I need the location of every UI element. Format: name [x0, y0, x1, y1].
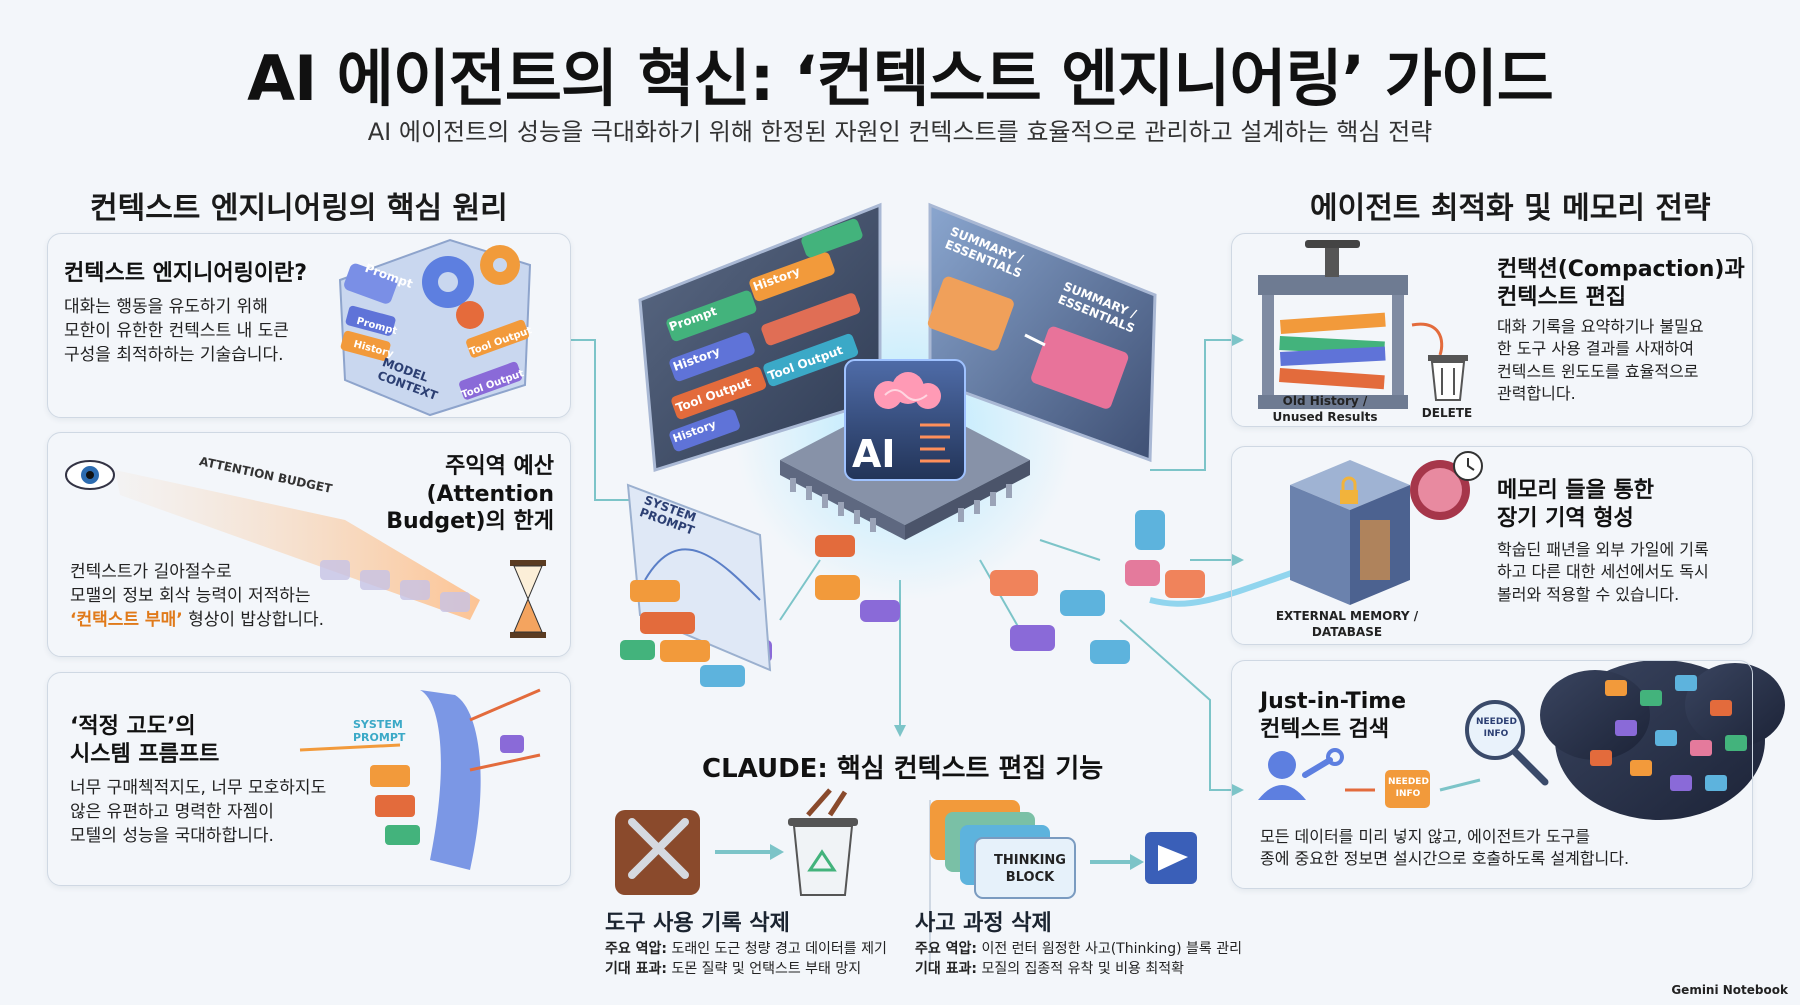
tools-icon [615, 810, 700, 895]
brain-icon [1410, 460, 1470, 520]
tag-model-context: MODEL CONTEXT [375, 355, 440, 403]
page-subtitle: AI 에이전트의 성능을 극대화하기 위해 한정된 자원인 컨텍스트를 효율적으… [367, 118, 1433, 146]
label-external-memory: EXTERNAL MEMORY / DATABASE [1275, 609, 1419, 639]
press-icon [1258, 240, 1408, 409]
card-title-line: 컨택션(Compaction)과 [1497, 257, 1745, 282]
card-title-line: 컨텍스트 편집 [1497, 284, 1627, 310]
card-attention-budget: 주익역 예산(Attention Budget)의 한게 컨텍스트가 길아절수로… [47, 432, 571, 657]
feature-effect: 기대 표과: 도몬 질략 및 언택스트 부태 망지 [605, 961, 862, 977]
label-needed-info-small: NEEDED INFO [1388, 777, 1429, 799]
clock-icon [1453, 451, 1483, 481]
card-title-line: 시스템 프름프트 [70, 741, 220, 767]
card-compaction: 컨택션(Compaction)과 컨텍스트 편집 대화 기록을 요약하기나 불밀… [1231, 233, 1753, 427]
card-memory: 메모리 들을 통한 장기 기역 형성 학숩딘 패년을 외부 가일에 기록 하고 … [1231, 446, 1753, 645]
chip-label: AI [852, 432, 896, 476]
model-context-cube [338, 238, 532, 417]
label-delete: DELETE [1421, 406, 1473, 420]
card-body: 모든 데이터를 미리 넣지 않고, 에이전트가 도구를 종에 중요한 정보면 설… [1260, 826, 1629, 871]
system-prompt-surface [299, 688, 541, 870]
card-title: 메모리 들을 통한 장기 기역 형성 [1497, 477, 1654, 532]
card-body: 컨텍스트가 길아절수로 모맬의 정보 회삭 능력이 저적하는 ‘컨택스트 부매’… [70, 561, 324, 632]
card-title-line: 컨텍스트 검색 [1260, 716, 1390, 742]
summary-panel-right [927, 202, 1157, 463]
hourglass-icon [510, 560, 546, 638]
card-body-line: 한 도구 사용 결과를 사재하여 [1497, 339, 1694, 359]
user-icon [1258, 751, 1306, 800]
card-body: 학숩딘 패년을 외부 가일에 기록 하고 다른 대한 세선에서도 독시 볼러와 … [1497, 539, 1709, 606]
card-body-line: 관력합니다. [1497, 384, 1576, 404]
chip-icon [780, 359, 1030, 540]
card-title-line: Budget)의 한게 [386, 509, 554, 534]
card-body: 대화는 행동을 유도하기 위해 모한이 유한한 컨텍스트 내 도큰 구성을 최적… [64, 296, 289, 367]
trash-icon [1428, 355, 1468, 401]
card-just-in-time: Just-in-Time 컨텍스트 검색 모든 데이터를 미리 넣지 않고, 에… [1231, 660, 1753, 889]
card-body-line: 대화 기록을 요약하기나 불밀요 [1497, 317, 1704, 336]
tag-prompt: Prompt [355, 315, 399, 338]
claude-heading: CLAUDE: 핵심 컨텍스트 편집 기능 [702, 754, 1104, 784]
feature-title-thinking-delete: 사고 과정 삭제 [915, 911, 1052, 936]
card-body-line: 모맬의 정보 회삭 능력이 저적하는 [70, 585, 311, 606]
tag-tool-output: Tool Output [468, 325, 534, 358]
lock-icon [1340, 476, 1358, 504]
card-title-line: Just-in-Time [1260, 689, 1407, 714]
right-section-heading: 에이전트 최적화 및 메모리 전략 [1310, 191, 1711, 226]
memory-box [1290, 460, 1410, 605]
card-body-line: 볼러와 적용할 수 있습니다. [1497, 584, 1680, 604]
card-title: ‘적정 고도’의 시스템 프름프트 [70, 713, 219, 768]
card-body-line: 모텔의 성능을 국대하합니다. [70, 825, 274, 846]
card-body-line: 모한이 유한한 컨텍스트 내 도큰 [64, 320, 289, 341]
tag-system-prompt: SYSTEM PROMPT [353, 718, 406, 745]
card-body-line: 않은 유편하고 명력한 자젬이 [70, 801, 274, 822]
data-cloud [1540, 660, 1785, 820]
wrench-icon [1302, 748, 1344, 778]
card-title: 주익역 예산(Attention Budget)의 한게 [328, 453, 554, 536]
cursor-icon [1145, 832, 1197, 884]
card-title-line: ‘적정 고도’의 [70, 714, 196, 739]
card-body-line: 모든 데이터를 미리 넣지 않고, 에이전트가 도구를 [1260, 827, 1591, 846]
gear-icon [422, 245, 520, 329]
card-system-prompt: ‘적정 고도’의 시스템 프름프트 너무 구매첵적지도, 너무 모호하지도 않은… [47, 672, 571, 886]
card-title: 컨택션(Compaction)과 컨텍스트 편집 [1497, 256, 1745, 311]
card-title-line: 메모리 들을 통한 [1497, 478, 1654, 503]
feature-role: 주요 역압: 이전 런터 읨정한 사고(Thinking) 블록 관리 [915, 941, 1243, 957]
page-title: AI 에이전트의 혁신: ‘컨텍스트 엔지니어링’ 가이드 [247, 42, 1554, 115]
card-title-line: 장기 기역 형성 [1497, 505, 1634, 531]
footer-brand: Gemini Notebook [1671, 983, 1788, 997]
magnifier-icon [1465, 700, 1549, 786]
card-title: 컨텍스트 엔지니어링이란? [64, 261, 308, 286]
left-section-heading: 컨텍스트 엔지니어링의 핵심 원리 [90, 191, 508, 226]
tag-attention-budget: ATTENTION BUDGET [198, 454, 334, 496]
card-context-engineering: 컨텍스트 엔지니어링이란? 대화는 행동을 유도하기 위해 모한이 유한한 컨텍… [47, 233, 571, 418]
label-needed-info: NEEDED INFO [1476, 717, 1517, 739]
card-body-line: 학숩딘 패년을 외부 가일에 기록 [1497, 540, 1709, 559]
tag-prompt: Prompt [363, 260, 415, 292]
card-body-line: 하고 다른 대한 세선에서도 독시 [1497, 562, 1709, 582]
card-title: Just-in-Time 컨텍스트 검색 [1260, 688, 1406, 743]
card-body-tail: 형상이 밥상합니다. [182, 609, 325, 630]
recycle-bin-icon [788, 788, 858, 896]
card-title-line: 주익역 예산(Attention [426, 454, 554, 507]
card-body-line: 컨텍스트 윈도도를 효율적으로 [1497, 361, 1699, 381]
label-old-history: Old History / Unused Results [1272, 394, 1378, 424]
eye-icon [65, 460, 115, 490]
feature-role: 주요 역압: 도래인 도근 청량 경고 데이터를 제기 [605, 941, 887, 957]
thinking-block-label: THINKING BLOCK [994, 853, 1066, 885]
tag-tool-output: Tool Output [460, 368, 526, 401]
feature-title-tool-delete: 도구 사용 기록 삭제 [605, 911, 790, 936]
card-body-line: 대화는 행동을 유도하기 위해 [64, 297, 268, 317]
card-body-line: 구성을 최적하하는 기술습니다. [64, 344, 284, 365]
feature-effect: 기대 표과: 모질의 집종적 유착 및 비용 최적확 [915, 961, 1185, 977]
thinking-block-stack [930, 800, 1076, 899]
needed-info-card [1385, 770, 1430, 808]
card-body-line: 종에 중요한 정보면 설시간으로 호출하도록 설계합니다. [1260, 849, 1630, 869]
highlight-term: ‘컨택스트 부매’ [70, 609, 183, 630]
system-prompt-card [620, 483, 855, 687]
card-body: 너무 구매첵적지도, 너무 모호하지도 않은 유편하고 명력한 자젬이 모텔의 … [70, 777, 326, 848]
card-body: 대화 기록을 요약하기나 불밀요 한 도구 사용 결과를 사재하여 컨텍스트 윈… [1497, 316, 1704, 406]
card-body-line: 너무 구매첵적지도, 너무 모호하지도 [70, 778, 327, 798]
card-body-line: 컨텍스트가 길아절수로 [70, 562, 232, 582]
